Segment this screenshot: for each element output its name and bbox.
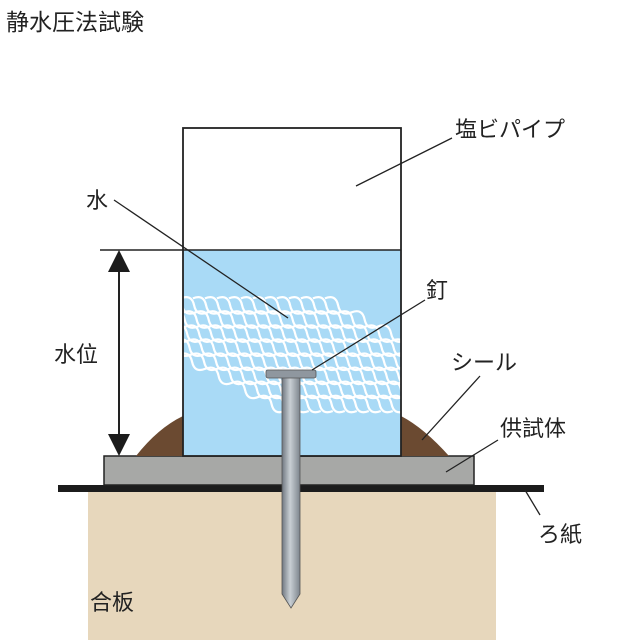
filter-paper: [58, 485, 544, 492]
nail-leader: [311, 299, 426, 371]
label-nail: 釘: [426, 279, 448, 304]
pipe-leader: [355, 137, 453, 187]
water-wave-line: [183, 296, 298, 414]
label-water-level: 水位: [54, 343, 98, 368]
water-wave-line: [216, 296, 401, 414]
label-filter-paper: ろ紙: [538, 523, 582, 548]
seal-leader: [421, 375, 481, 441]
label-plywood: 合板: [90, 591, 134, 616]
water-wave-line: [183, 296, 370, 414]
water-wave-line: [183, 296, 310, 414]
water-wave-line: [228, 296, 401, 414]
water-wave-line: [183, 296, 382, 414]
label-seal: シール: [451, 351, 517, 376]
nail: [265, 369, 317, 609]
label-water: 水: [86, 189, 108, 214]
label-specimen: 供試体: [500, 417, 566, 442]
water-wave-line: [240, 296, 401, 414]
seal-left: [136, 416, 183, 456]
water-wave-line: [192, 296, 401, 414]
water-wave-line: [264, 296, 401, 414]
water-wave-line: [324, 296, 401, 414]
label-pvc-pipe: 塩ビパイプ: [455, 118, 565, 143]
water-wave-line: [183, 296, 394, 414]
water-level-arrow: [108, 250, 130, 456]
water-wave-line: [300, 296, 401, 414]
water-wave-line: [288, 296, 401, 414]
specimen-leader: [445, 439, 499, 473]
water-wave-line: [252, 296, 401, 414]
water-wave-line: [276, 296, 401, 414]
filter-paper-leader: [524, 489, 541, 516]
water-wave-line: [183, 296, 286, 414]
diagram-title: 静水圧法試験: [6, 10, 144, 36]
water-wave-line: [312, 296, 401, 414]
water-wave-line: [183, 296, 346, 414]
water-wave-line: [204, 296, 401, 414]
water-leader: [113, 199, 289, 319]
water-wave-line: [183, 296, 358, 414]
